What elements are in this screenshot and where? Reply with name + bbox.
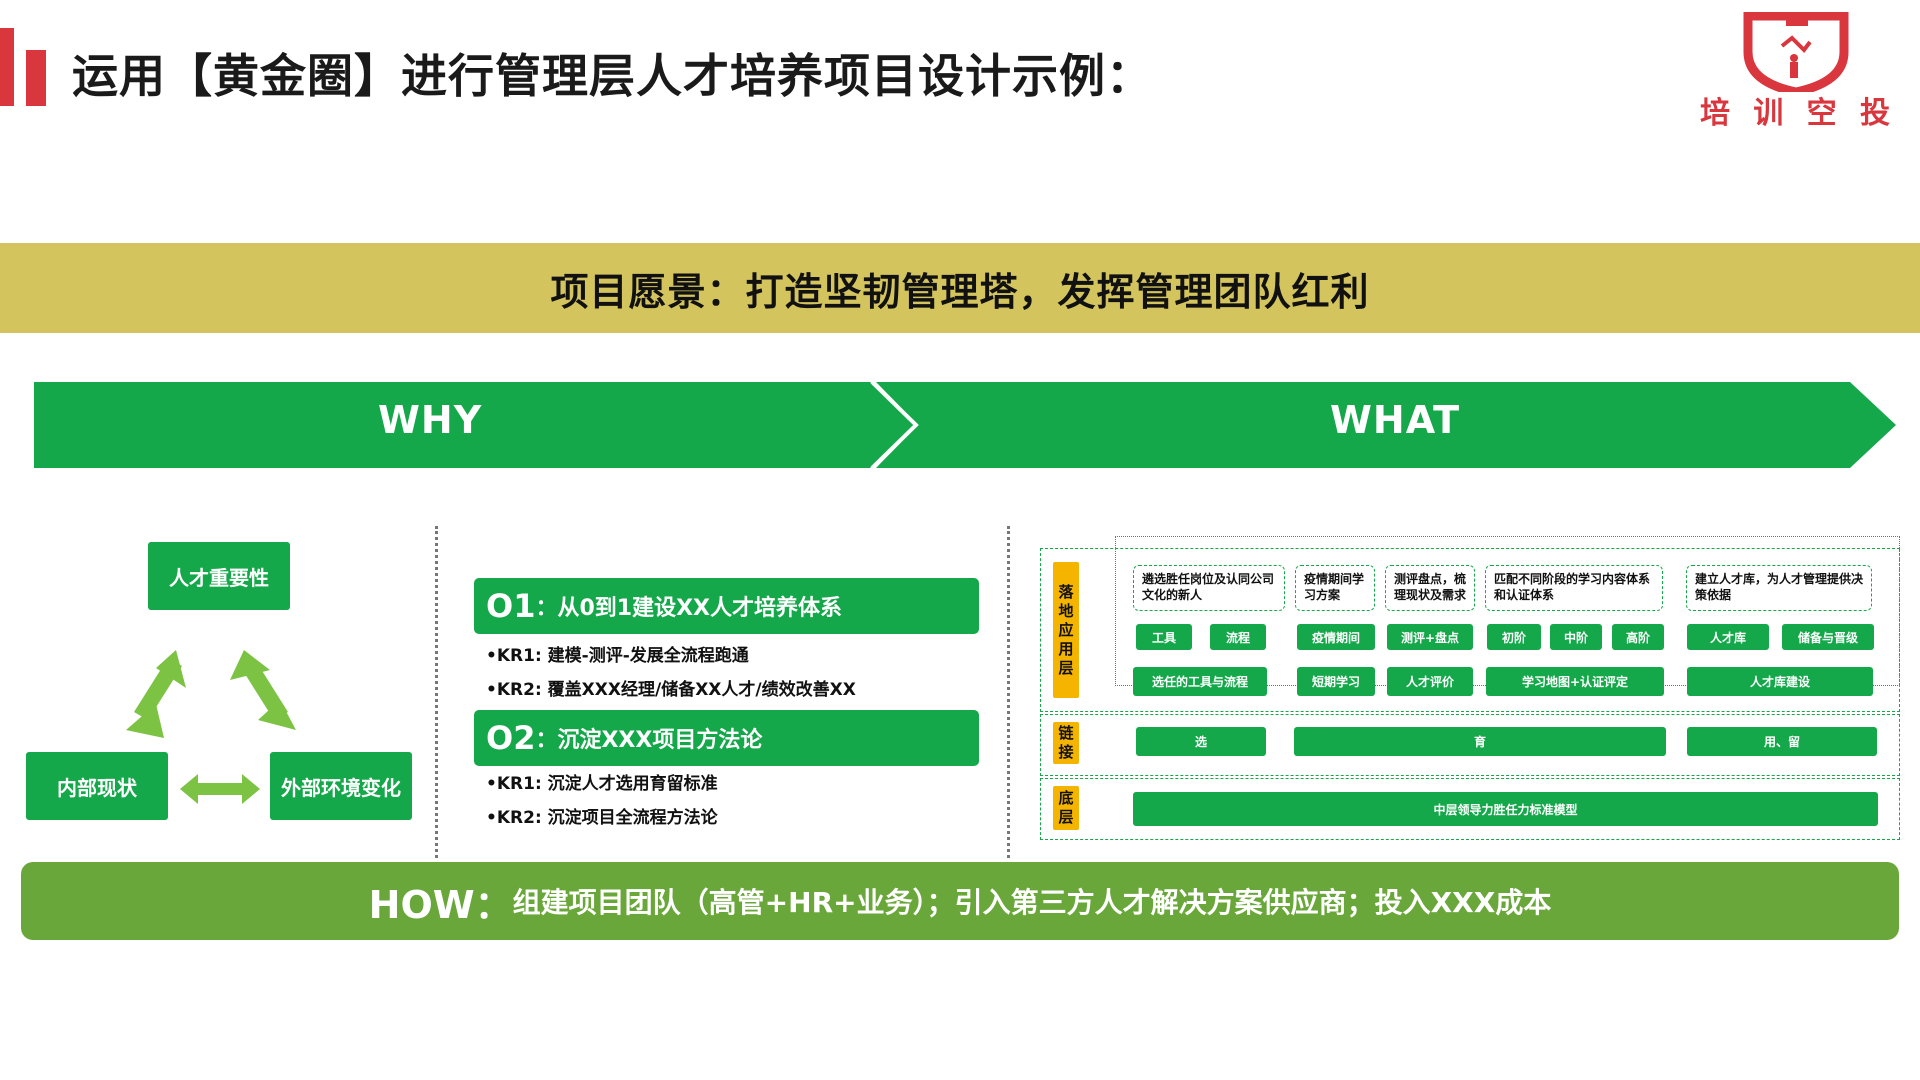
why-what-chevrons xyxy=(34,380,1896,470)
internal-status-box: 内部现状 xyxy=(26,752,168,820)
mid-tag: 学习地图+认证评定 xyxy=(1486,667,1664,696)
talent-importance-box: 人才重要性 xyxy=(148,542,290,610)
logo-char: 投 xyxy=(1859,96,1890,131)
mid-tag: 短期学习 xyxy=(1297,667,1375,696)
apply-layer-tag: 落地应用层 xyxy=(1053,562,1079,698)
key-result: •KR2: 覆盖XXX经理/储备XX人才/绩效改善XX xyxy=(486,680,856,700)
mid-tag: 人才评价 xyxy=(1387,667,1473,696)
title-accent-bar-short xyxy=(26,50,46,106)
double-arrow-icon xyxy=(126,650,296,738)
how-label: HOW： xyxy=(368,882,513,927)
objective-2-header: O2 ：沉淀XXX项目方法论 xyxy=(474,710,979,766)
page-title: 运用【黄金圈】进行管理层人才培养项目设计示例： xyxy=(72,49,1153,103)
goal-box: 遴选胜任岗位及认同公司文化的新人 xyxy=(1133,565,1285,611)
mid-tag: 人才库建设 xyxy=(1687,667,1873,696)
base-layer-tag: 底层 xyxy=(1053,786,1079,830)
what-chevron xyxy=(876,382,1896,468)
why-label: WHY xyxy=(378,398,483,442)
logo-char: 培 xyxy=(1700,96,1730,131)
section-divider xyxy=(435,526,438,858)
objective-code: O1 xyxy=(486,587,536,625)
mid-tag: 选任的工具与流程 xyxy=(1133,667,1267,696)
objective-1-header: O1 ：从0到1建设XX人才培养体系 xyxy=(474,578,979,634)
link-bar-develop: 育 xyxy=(1294,727,1666,756)
double-arrow-horizontal-icon xyxy=(180,774,260,804)
goals-frame xyxy=(1115,536,1900,686)
base-layer-frame xyxy=(1040,778,1900,840)
goal-box: 匹配不同阶段的学习内容体系和认证体系 xyxy=(1485,565,1663,611)
shield-icon xyxy=(1743,11,1849,97)
objective-text: ：沉淀XXX项目方法论 xyxy=(535,728,763,753)
tool-tag: 储备与晋级 xyxy=(1782,624,1874,650)
objective-code: O2 xyxy=(486,719,536,757)
why-chevron xyxy=(34,382,914,468)
goal-box: 建立人才库，为人才管理提供决策依据 xyxy=(1686,565,1872,611)
section-divider xyxy=(1007,526,1010,858)
how-text: 组建项目团队（高管+HR+业务）；引入第三方人才解决方案供应商；投入XXX成本 xyxy=(512,886,1552,919)
brand-logo-text: 培 训 空 投 xyxy=(1700,88,1890,132)
base-model-bar: 中层领导力胜任力标准模型 xyxy=(1133,792,1878,826)
tool-tag: 中阶 xyxy=(1550,624,1602,650)
link-layer-frame xyxy=(1040,714,1900,776)
brand-logo: 培 训 空 投 xyxy=(1700,11,1890,131)
tool-tag: 初阶 xyxy=(1487,624,1541,650)
link-bar-use-retain: 用、留 xyxy=(1687,727,1877,756)
external-change-box: 外部环境变化 xyxy=(270,752,412,820)
key-result: •KR1: 沉淀人才选用育留标准 xyxy=(486,774,718,794)
how-banner: HOW： 组建项目团队（高管+HR+业务）；引入第三方人才解决方案供应商；投入X… xyxy=(21,862,1899,940)
tool-tag: 流程 xyxy=(1210,624,1266,650)
link-layer-tag: 链接 xyxy=(1053,722,1079,764)
tool-tag: 疫情期间 xyxy=(1297,624,1375,650)
goal-box: 疫情期间学习方案 xyxy=(1295,565,1375,611)
tool-tag: 测评+盘点 xyxy=(1387,624,1473,650)
key-result: •KR2: 沉淀项目全流程方法论 xyxy=(486,808,718,828)
tool-tag: 人才库 xyxy=(1687,624,1769,650)
what-label: WHAT xyxy=(1330,398,1461,442)
objective-text: ：从0到1建设XX人才培养体系 xyxy=(535,596,843,621)
logo-char: 空 xyxy=(1806,96,1837,131)
tool-tag: 高阶 xyxy=(1612,624,1664,650)
link-bar-select: 选 xyxy=(1136,727,1266,756)
tool-tag: 工具 xyxy=(1136,624,1192,650)
logo-char: 训 xyxy=(1753,96,1784,131)
goal-box: 测评盘点，梳理现状及需求 xyxy=(1385,565,1475,611)
key-result: •KR1: 建模-测评-发展全流程跑通 xyxy=(486,646,749,666)
title-accent-bar xyxy=(0,28,14,106)
project-vision-banner: 项目愿景：打造坚韧管理塔，发挥管理团队红利 xyxy=(0,243,1920,333)
